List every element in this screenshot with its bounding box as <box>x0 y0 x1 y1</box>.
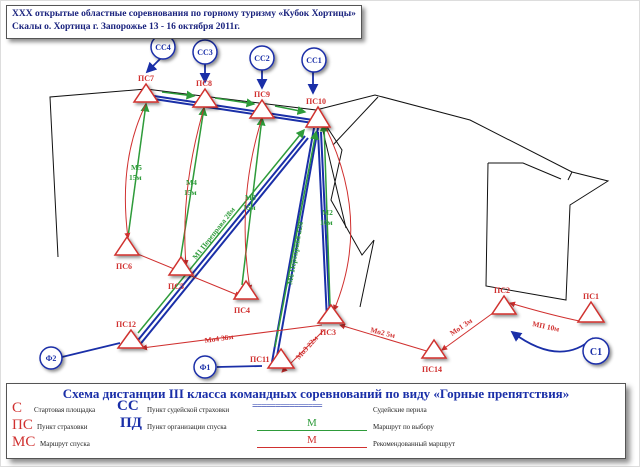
label-mo4: Мо4 36м <box>204 332 234 345</box>
legend: Схема дистанции III класса командных сор… <box>6 383 626 459</box>
judge-ss3: СС3 <box>197 48 213 57</box>
circle-s1: С1 <box>590 347 602 358</box>
label-m3: М3 <box>245 193 256 202</box>
header-line-1: XXX открытые областные соревнования по г… <box>12 9 356 19</box>
legend-c-desc: Стартовая площадка <box>34 406 96 414</box>
station-triangles <box>113 82 606 369</box>
header-line-2: Скалы о. Хортица г. Запорожье 13 - 16 ок… <box>12 22 240 32</box>
label-m2-len: 16м <box>320 218 333 227</box>
station-ps6: ПС6 <box>116 262 132 271</box>
station-ps5: ПС5 <box>168 282 184 291</box>
legend-ms-symbol: МС <box>12 434 36 450</box>
red-routes <box>124 103 585 373</box>
station-ps3: ПС3 <box>320 328 336 337</box>
rock-outline <box>49 88 610 308</box>
circle-f1: Ф1 <box>200 363 211 372</box>
legend-choice-mark: М <box>307 417 317 429</box>
station-ps14: ПС14 <box>422 365 442 374</box>
judge-ss1: СС1 <box>306 56 322 65</box>
green-routes <box>127 90 331 348</box>
legend-rec-mark: М <box>307 434 317 446</box>
legend-c-symbol: С <box>12 400 23 416</box>
legend-rec-line <box>257 438 367 448</box>
legend-choice-desc: Маршрут по выбору <box>373 423 434 431</box>
station-ps2: ПС2 <box>494 286 510 295</box>
label-m3-len: 15м <box>243 203 256 212</box>
label-m4-len: 15м <box>184 188 197 197</box>
judge-circles <box>39 34 610 379</box>
legend-rail-desc: Судейские перила <box>373 406 427 414</box>
station-ps1: ПС1 <box>583 292 599 301</box>
station-ps8: ПС8 <box>196 79 212 88</box>
legend-rec-desc: Рекомендованный маршрут <box>373 440 456 448</box>
circle-f2: Ф2 <box>46 354 57 363</box>
label-m2: М2 <box>322 208 333 217</box>
legend-ps-desc: Пункт страховки <box>37 423 88 431</box>
header-box: XXX открытые областные соревнования по г… <box>6 5 362 39</box>
station-ps10: ПС10 <box>306 97 326 106</box>
legend-ss-desc: Пункт судейской страховки <box>147 406 230 414</box>
label-m5: М5 <box>131 163 142 172</box>
station-ps11: ПС11 <box>250 355 270 364</box>
station-ps9: ПС9 <box>254 90 270 99</box>
station-ps4: ПС4 <box>234 306 250 315</box>
judges-rails <box>133 95 331 363</box>
station-ps7: ПС7 <box>138 74 154 83</box>
label-m5-len: 15м <box>129 173 142 182</box>
judge-ss2: СС2 <box>254 54 270 63</box>
legend-ps-symbol: ПС <box>12 417 33 433</box>
station-ps12: ПС12 <box>116 320 136 329</box>
label-m4: М4 <box>186 178 197 187</box>
legend-choice-line <box>257 421 367 431</box>
legend-pd-symbol: ПД <box>120 415 142 431</box>
legend-title: Схема дистанции III класса командных сор… <box>62 386 570 401</box>
legend-rail-symbol: =============== <box>252 401 323 412</box>
legend-ss-symbol: СС <box>117 398 139 414</box>
legend-ms-desc: Маршрут спуска <box>40 440 90 448</box>
judge-ss4: СС4 <box>155 43 171 52</box>
legend-pd-desc: Пункт организации спуска <box>147 423 227 431</box>
